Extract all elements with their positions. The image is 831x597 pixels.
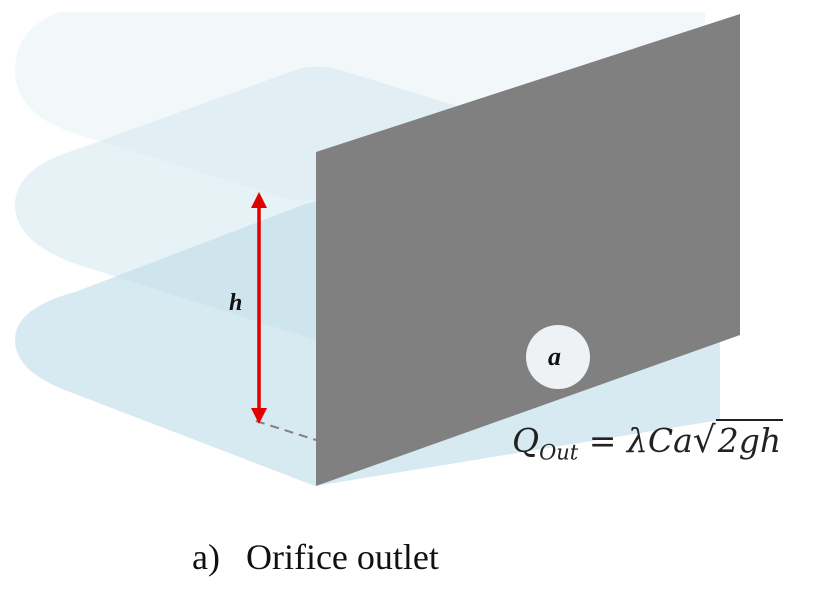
- formula-q-symbol: Q: [512, 421, 540, 460]
- square-root-icon: √: [692, 420, 716, 461]
- figure-caption: a) Orifice outlet: [192, 536, 439, 578]
- outflow-formula: QOut = λCa√2gh: [512, 419, 784, 465]
- base-dashed-line: [255, 420, 317, 441]
- caption-tag: a): [192, 537, 220, 577]
- formula-radicand: 2gh: [715, 419, 784, 460]
- orifice-plate: [316, 14, 740, 486]
- formula-coefficients: λCa: [626, 421, 693, 460]
- orifice-area-label: a: [548, 342, 561, 371]
- orifice-circle: [526, 325, 590, 389]
- height-arrow: [251, 192, 267, 424]
- formula-equals: =: [588, 421, 617, 460]
- formula-subscript: Out: [539, 440, 579, 465]
- height-label: h: [229, 290, 243, 316]
- caption-text: Orifice outlet: [245, 537, 439, 577]
